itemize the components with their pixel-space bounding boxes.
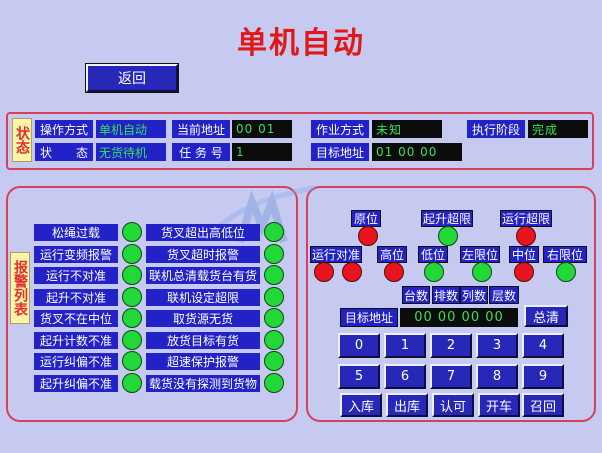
group-label-units: 台数 [402, 286, 430, 304]
alarm-label-right-4: 取货源无货 [146, 310, 260, 327]
status-section-label: 状态 [12, 118, 32, 162]
alarm-label-left-6: 运行纠偏不准 [34, 353, 118, 370]
digit-button-4[interactable]: 4 [522, 333, 564, 358]
alarm-label-left-3: 起升不对准 [34, 288, 118, 306]
state-value: 无货待机 [96, 143, 166, 161]
alarm-label-right-7: 载货没有探测到货物 [146, 374, 260, 392]
digit-button-5[interactable]: 5 [338, 364, 380, 389]
indicator-led-8 [556, 262, 576, 282]
digit-button-0[interactable]: 0 [338, 333, 380, 358]
work-mode-value: 未知 [372, 120, 442, 138]
alarm-label-right-2: 联机总清载货台有货 [146, 267, 260, 284]
indicator-led-6 [472, 262, 492, 282]
confirm-button[interactable]: 认可 [432, 393, 474, 417]
alarm-label-left-7: 起升纠偏不准 [34, 374, 118, 392]
store-out-button[interactable]: 出库 [386, 393, 428, 417]
indicator-led-2 [516, 226, 536, 246]
alarm-led-left-7 [122, 372, 142, 393]
indicator-label-0: 原位 [351, 210, 381, 227]
alarm-section-label: 报警列表 [10, 252, 30, 324]
alarm-led-right-5 [264, 329, 284, 350]
alarm-label-left-0: 松绳过载 [34, 224, 118, 241]
alarm-label-left-1: 运行变频报警 [34, 245, 118, 263]
store-in-button[interactable]: 入库 [340, 393, 382, 417]
indicator-label-1: 起升超限 [421, 210, 473, 227]
alarm-led-left-5 [122, 329, 142, 350]
indicator-led-7 [514, 262, 534, 282]
alarm-label-right-6: 超速保护报警 [146, 353, 260, 370]
clear-all-button[interactable]: 总清 [524, 305, 568, 327]
digit-button-7[interactable]: 7 [430, 364, 472, 389]
alarm-led-left-3 [122, 286, 142, 307]
group-label-columns: 列数 [460, 286, 488, 304]
alarm-label-right-3: 联机设定超限 [146, 288, 260, 306]
alarm-led-left-1 [122, 243, 142, 264]
control-target-address-input[interactable]: 00 00 00 00 [400, 308, 518, 327]
digit-button-8[interactable]: 8 [476, 364, 518, 389]
alarm-led-right-4 [264, 308, 284, 328]
execution-stage-label: 执行阶段 [467, 120, 525, 138]
alarm-section-label-text: 报警列表 [12, 260, 28, 316]
alarm-led-right-1 [264, 243, 284, 264]
digit-button-2[interactable]: 2 [430, 333, 472, 358]
operation-mode-label: 操作方式 [35, 120, 93, 138]
indicator-label-4: 高位 [377, 246, 407, 263]
alarm-label-left-5: 起升计数不准 [34, 331, 118, 349]
alarm-label-right-1: 货叉超时报警 [146, 245, 260, 263]
group-label-rows: 排数 [432, 286, 460, 304]
alarm-led-left-0 [122, 222, 142, 242]
target-address-value: 01 00 00 [372, 143, 462, 161]
indicator-label-8: 右限位 [543, 246, 587, 263]
indicator-led-5 [424, 262, 444, 282]
indicator-label-2: 运行超限 [500, 210, 552, 227]
indicator-led-4 [384, 262, 404, 282]
task-number-value: 1 [232, 143, 292, 161]
back-button[interactable]: 返回 [85, 63, 179, 93]
alarm-label-right-0: 货叉超出高低位 [146, 224, 260, 241]
alarm-led-left-4 [122, 308, 142, 328]
indicator-label-6: 左限位 [460, 246, 500, 263]
operation-mode-value: 单机自动 [96, 120, 166, 138]
status-section-label-text: 状态 [14, 126, 30, 154]
alarm-led-left-6 [122, 351, 142, 371]
indicator-label-3: 运行对准 [310, 246, 362, 263]
execution-stage-value: 完成 [528, 120, 588, 138]
digit-button-1[interactable]: 1 [384, 333, 426, 358]
alarm-led-right-2 [264, 265, 284, 285]
state-label: 状 态 [35, 143, 93, 161]
current-address-label: 当前地址 [172, 120, 230, 138]
alarm-led-right-6 [264, 351, 284, 371]
indicator-led-3-b [342, 262, 362, 282]
indicator-label-7: 中位 [509, 246, 539, 263]
digit-button-6[interactable]: 6 [384, 364, 426, 389]
group-label-layers: 层数 [489, 286, 519, 304]
alarm-label-right-5: 放货目标有货 [146, 331, 260, 349]
alarm-label-left-4: 货叉不在中位 [34, 310, 118, 327]
indicator-led-1 [438, 226, 458, 246]
alarm-label-left-2: 运行不对准 [34, 267, 118, 284]
work-mode-label: 作业方式 [311, 120, 369, 138]
digit-button-3[interactable]: 3 [476, 333, 518, 358]
indicator-led-0 [358, 226, 378, 246]
control-target-address-label: 目标地址 [340, 308, 398, 327]
task-number-label: 任 务 号 [172, 143, 230, 161]
target-address-label: 目标地址 [311, 143, 369, 161]
alarm-led-right-3 [264, 286, 284, 307]
alarm-led-left-2 [122, 265, 142, 285]
recall-button[interactable]: 召回 [522, 393, 564, 417]
indicator-label-5: 低位 [418, 246, 448, 263]
start-button[interactable]: 开车 [478, 393, 520, 417]
indicator-led-3 [314, 262, 334, 282]
page-title: 单机自动 [237, 26, 365, 61]
alarm-led-right-0 [264, 222, 284, 242]
digit-button-9[interactable]: 9 [522, 364, 564, 389]
alarm-led-right-7 [264, 372, 284, 393]
current-address-value: 00 01 [232, 120, 292, 138]
